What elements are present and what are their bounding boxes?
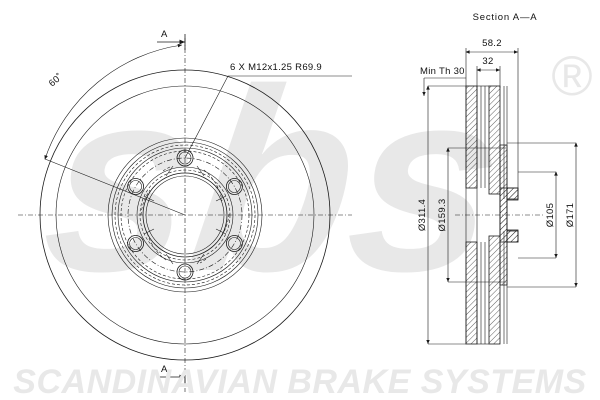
hub-pocket-6 <box>162 166 171 172</box>
hub-rib-2 <box>165 165 174 177</box>
bolt-callout-group: 6 X M12x1.25 R69.9 <box>184 62 352 159</box>
bolt-hole-4-inner <box>178 265 192 279</box>
section-outboard-plate-top <box>465 85 478 189</box>
dim-hub-outer: Ø171 <box>507 142 578 288</box>
section-view: Section A—A <box>417 12 578 345</box>
bolt-hole-6-inner <box>129 180 142 193</box>
section-marker-bottom-label: A <box>161 364 168 375</box>
dim-overall-width: 58.2 <box>465 38 519 190</box>
dim-159-label: Ø159.3 <box>437 199 448 232</box>
hub-ring-a-hidden <box>120 150 250 280</box>
hub-rib-5 <box>196 253 205 265</box>
bolt-hole-6 <box>127 178 145 195</box>
bolt-hole-5 <box>127 235 145 252</box>
bolt-hole-2-inner <box>228 180 241 193</box>
section-marker-top: A <box>157 29 186 50</box>
bolt-hole-4 <box>176 263 194 281</box>
angle-leader-line <box>44 158 186 216</box>
hub-rib-6 <box>165 253 174 265</box>
hub-bore <box>142 172 228 258</box>
dim-min-thickness: Min Th 30 <box>420 66 466 96</box>
disc-outer-edge <box>39 69 331 361</box>
section-flange-top <box>506 187 519 201</box>
dim-outer-diameter: Ø311.4 <box>417 85 466 345</box>
bolt-hole-2 <box>225 178 243 195</box>
angle-dimension-label: 60˚ <box>47 71 65 89</box>
hub-flange-outer-hidden <box>114 144 256 286</box>
footer-brand-text: SCANDINAVIAN BRAKE SYSTEMS <box>13 363 586 400</box>
dim-32-label: 32 <box>482 56 493 67</box>
section-inboard-plate-bottom <box>488 235 501 345</box>
dim-105-label: Ø105 <box>545 203 556 227</box>
dim-min-th-label: Min Th 30 <box>420 66 465 77</box>
dim-vent-width: 32 <box>476 56 501 88</box>
hub-pocket-group <box>140 165 230 265</box>
bolt-hole-group <box>127 149 243 281</box>
watermark-registered-icon: ® <box>551 44 592 107</box>
hub-pocket-4 <box>146 231 167 261</box>
dim-hub-bore: Ø105 <box>518 171 558 259</box>
bolt-hole-3-inner <box>228 237 241 250</box>
dim-311-label: Ø311.4 <box>417 199 428 231</box>
hub-rib-3 <box>215 195 227 202</box>
section-flange-bottom <box>506 229 519 243</box>
hub-bore-inner <box>145 175 225 255</box>
section-marker-top-label: A <box>161 29 168 40</box>
hub-pocket-5 <box>140 189 151 216</box>
section-view-title: Section A—A <box>473 12 538 23</box>
dim-171-label: Ø171 <box>565 203 576 227</box>
hub-ring-b <box>136 166 234 264</box>
hub-ring-b-hidden <box>139 169 231 261</box>
hub-rib-7 <box>143 228 155 235</box>
dim-58-label: 58.2 <box>482 38 502 49</box>
bolt-circle <box>127 157 243 273</box>
hub-rib-8 <box>143 195 155 202</box>
section-outboard-plate-bottom <box>465 241 478 345</box>
front-view: 60˚ 6 X M12x1.25 R69.9 A A <box>18 29 352 392</box>
disc-friction-outer <box>55 85 315 345</box>
hub-rib-4 <box>215 228 227 235</box>
hub-pocket-3 <box>199 258 207 264</box>
bolt-hole-5-inner <box>129 237 142 250</box>
dim-inner-diameter: Ø159.3 <box>437 147 506 283</box>
watermark-layer: sbs ® <box>30 35 592 326</box>
bolt-callout-label: 6 X M12x1.25 R69.9 <box>230 62 322 73</box>
hub-flange-outer <box>111 141 259 289</box>
section-inboard-plate-top <box>488 85 501 195</box>
disc-friction-inner <box>107 137 263 293</box>
callout-leader <box>184 75 352 159</box>
bolt-hole-3 <box>225 235 243 252</box>
angle-arc <box>44 43 183 160</box>
section-marker-bottom: A <box>157 364 186 385</box>
watermark-logo: sbs <box>30 35 519 326</box>
hub-pocket-2 <box>217 213 230 242</box>
hub-rib-1 <box>196 165 205 177</box>
hub-pocket-1 <box>203 169 223 202</box>
hub-ring-a <box>117 147 253 283</box>
